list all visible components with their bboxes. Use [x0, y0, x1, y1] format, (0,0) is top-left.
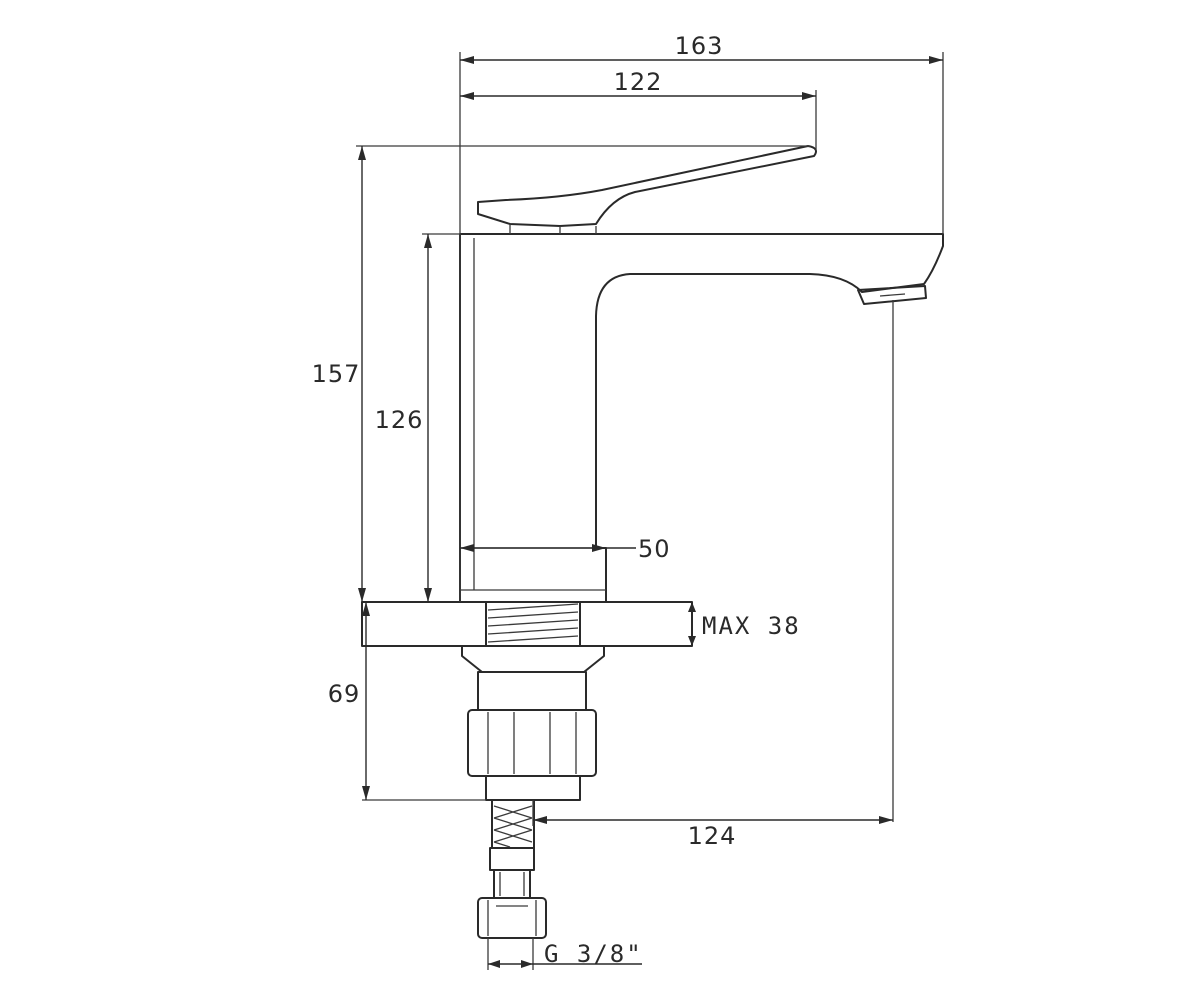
dim-label-50: 50: [638, 535, 671, 563]
dimension-overall-height: 157: [312, 145, 810, 602]
dimension-spout-reach: 124: [532, 300, 894, 850]
dim-label-122: 122: [614, 68, 663, 96]
dimension-below-deck-length: 69: [328, 602, 486, 801]
dim-label-g-3-8: G 3/8": [544, 940, 643, 968]
handle-lever: [477, 145, 817, 234]
faucet-body: [459, 233, 944, 603]
deck-mount: [361, 601, 693, 801]
dimension-body-height: 126: [375, 233, 460, 602]
dim-label-163: 163: [675, 32, 724, 60]
dimension-connection-thread: G 3/8": [487, 938, 643, 970]
dim-label-124: 124: [688, 822, 737, 850]
dimension-base-diameter: 50: [460, 535, 671, 563]
dim-label-157: 157: [312, 360, 361, 388]
dimension-overall-length: 163: [459, 32, 944, 602]
dim-label-69: 69: [328, 680, 361, 708]
flexible-hose: [477, 799, 547, 939]
dim-label-126: 126: [375, 406, 424, 434]
dimension-max-deck-thickness: MAX 38: [688, 602, 801, 646]
dim-label-max-38: MAX 38: [702, 612, 801, 640]
dimension-handle-length: 122: [460, 68, 817, 150]
